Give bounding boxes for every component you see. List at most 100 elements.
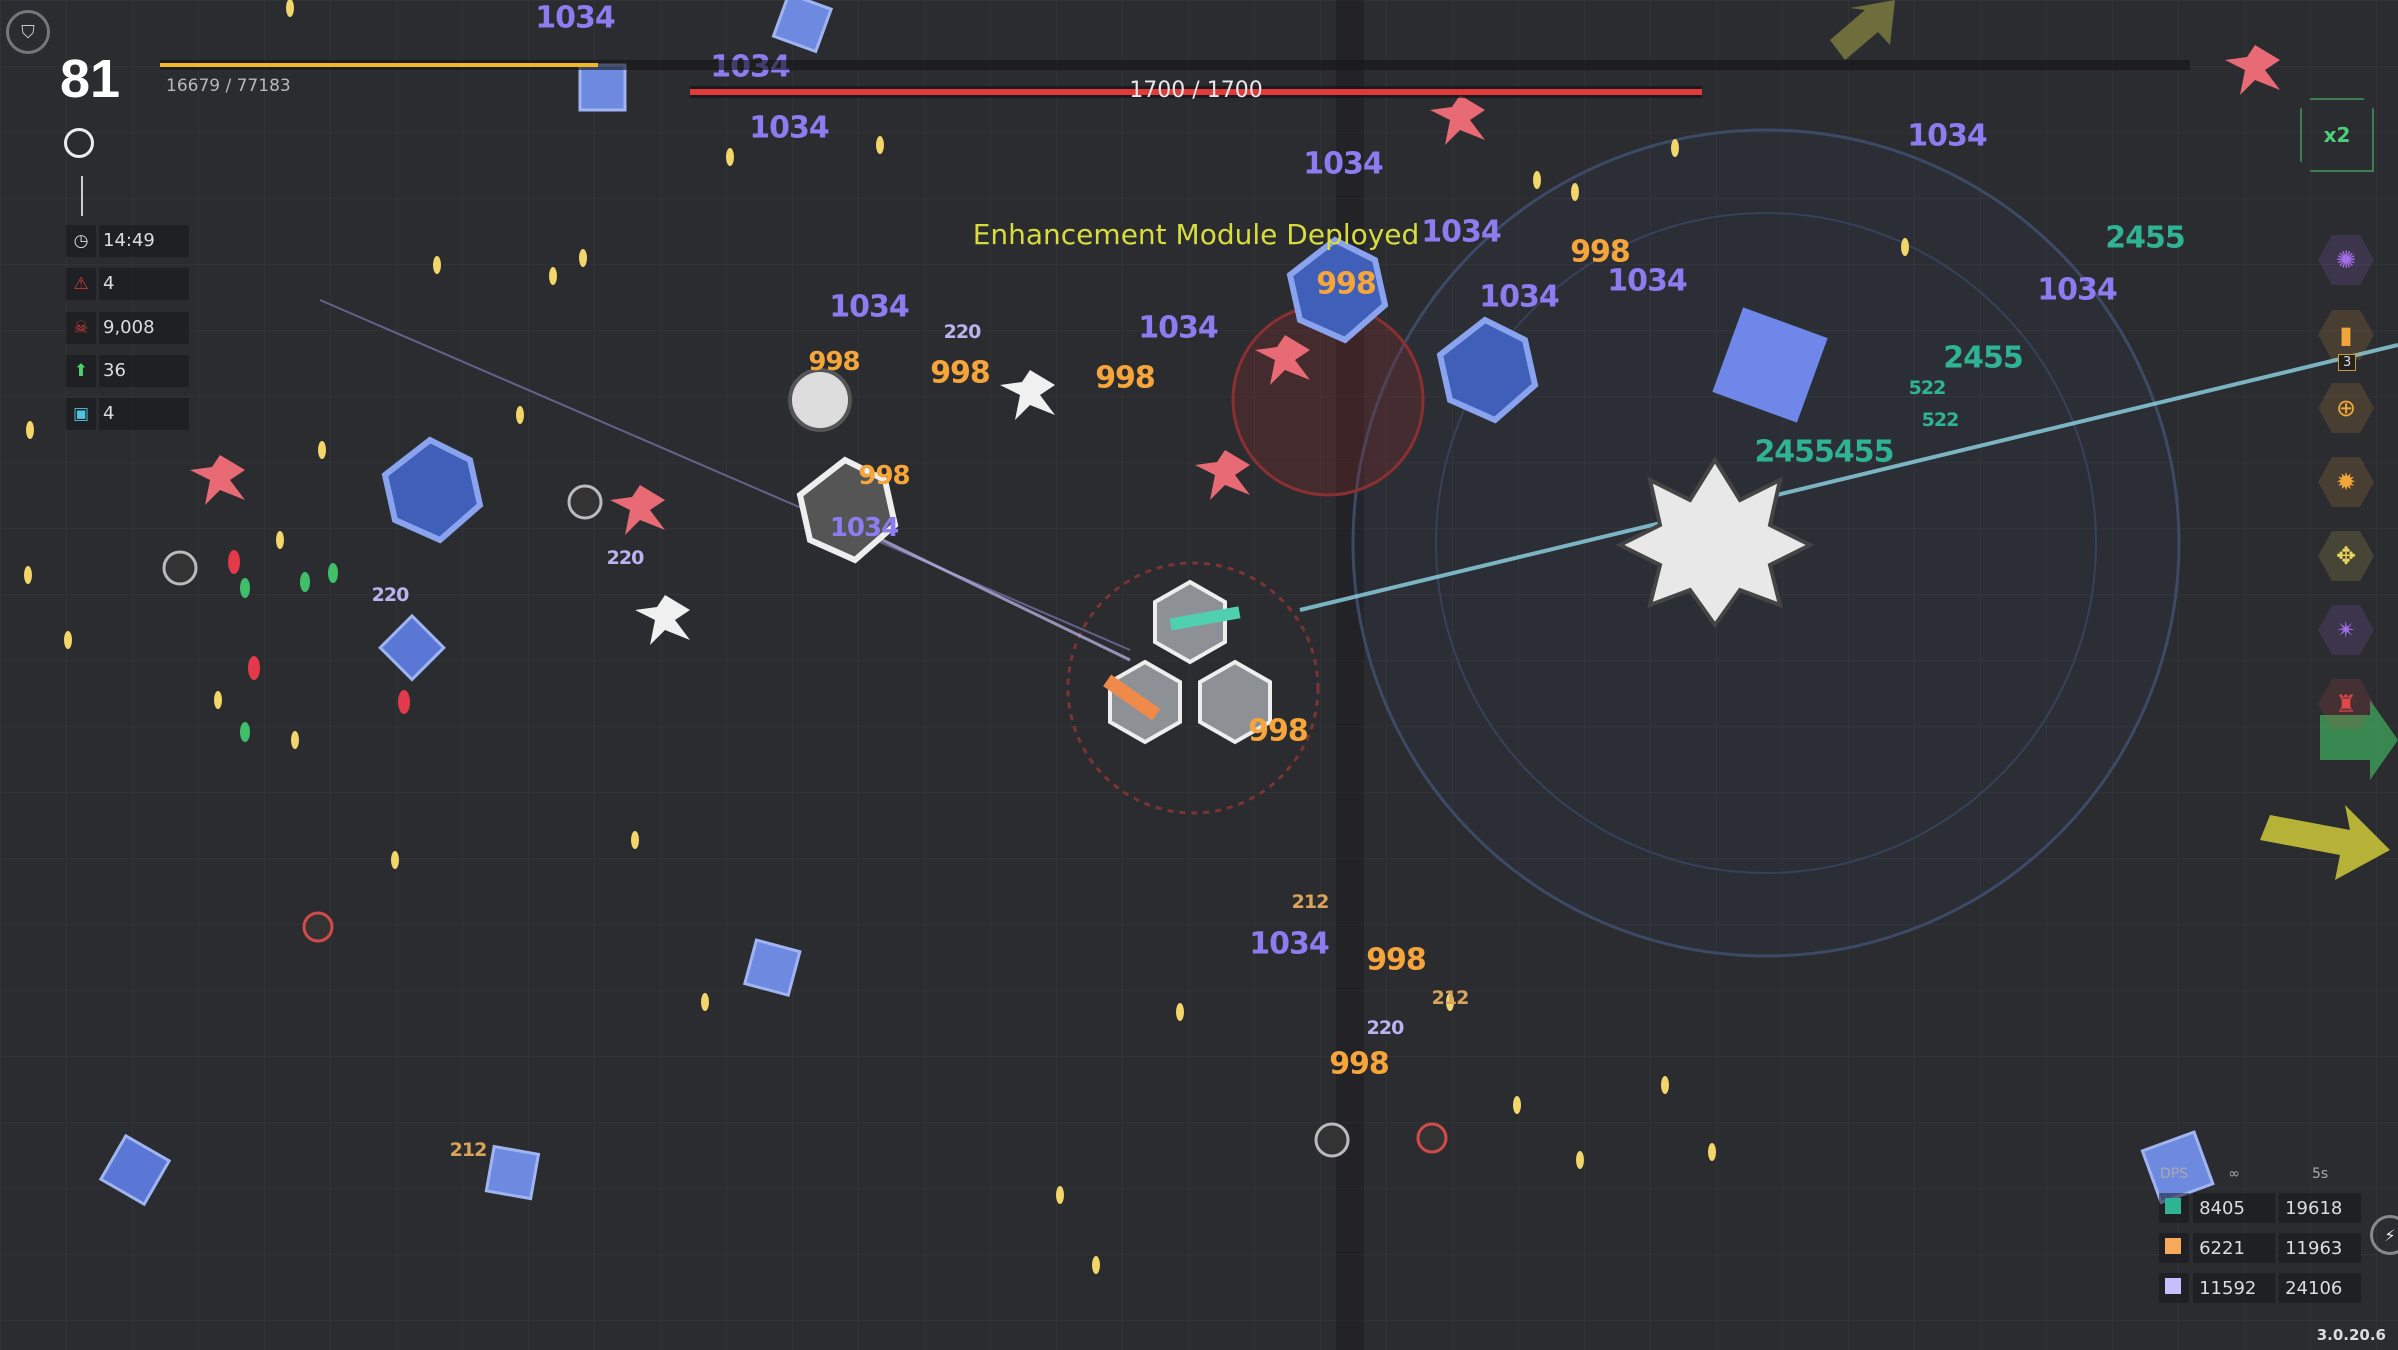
xp-text: 16679 / 77183 bbox=[166, 76, 291, 96]
clock-icon: ◷ bbox=[66, 225, 96, 257]
damage-number: 522 bbox=[1908, 377, 1947, 399]
damage-number: 2455 bbox=[2105, 220, 2185, 256]
laser-beam bbox=[319, 299, 1131, 651]
green-offscreen-arrow bbox=[2320, 700, 2398, 780]
white-hex-enemy bbox=[796, 456, 899, 564]
damage-number: 212 bbox=[1291, 891, 1330, 913]
dps-recent: 24106 bbox=[2279, 1273, 2362, 1303]
damage-number: 220 bbox=[1366, 1017, 1405, 1039]
damage-number: 998 bbox=[1329, 1046, 1390, 1082]
damage-number: 998 bbox=[1248, 713, 1309, 749]
damage-number: 998 bbox=[1366, 942, 1427, 978]
lightning-ability-button[interactable]: ⚡ bbox=[2370, 1215, 2398, 1255]
speed-multiplier-button[interactable]: x2 bbox=[2300, 98, 2374, 172]
damage-number: 1034 bbox=[1607, 263, 1687, 299]
xp-progress-fill bbox=[160, 63, 599, 67]
damage-number: 212 bbox=[449, 1139, 488, 1161]
dps-recent: 11963 bbox=[2279, 1233, 2362, 1263]
red-green-gems bbox=[228, 550, 410, 742]
damage-number: 1034 bbox=[535, 0, 615, 36]
xp-progress-bar bbox=[160, 60, 2190, 70]
blue-square-enemy bbox=[98, 1133, 172, 1207]
damage-number: 998 bbox=[1316, 266, 1377, 302]
yellow-offscreen-arrow bbox=[1830, 0, 1895, 60]
warning-icon: ⚠ bbox=[66, 268, 96, 300]
dps-5s-header: 5s bbox=[2312, 1166, 2329, 1182]
stat-kills: ☠9,008 bbox=[66, 312, 189, 344]
level-up-arrow-icon: ⬆ bbox=[66, 355, 96, 387]
chip-icon: ▣ bbox=[66, 398, 96, 430]
player-hex-cell bbox=[1198, 659, 1272, 745]
laser-beam bbox=[1299, 343, 2398, 612]
yellow-offscreen-arrow bbox=[2260, 805, 2390, 880]
blue-hex-enemy bbox=[1436, 316, 1539, 424]
damage-number: 1034 bbox=[2037, 272, 2117, 308]
stopwatch-icon bbox=[64, 128, 94, 158]
damage-number: 1034 bbox=[1479, 279, 1559, 315]
stat-value: 4 bbox=[99, 398, 189, 430]
dps-total: 6221 bbox=[2193, 1233, 2276, 1263]
damage-number: 1034 bbox=[1907, 118, 1987, 154]
player-turret-cluster bbox=[1103, 579, 1272, 745]
module-count-badge: 3 bbox=[2338, 354, 2357, 371]
damage-number: 2455 bbox=[1943, 340, 2023, 376]
orange-cannon bbox=[1103, 674, 1161, 721]
color-swatch bbox=[2165, 1237, 2181, 1254]
dps-total-header: ∞ bbox=[2228, 1166, 2240, 1182]
divider bbox=[81, 176, 83, 216]
blue-square-enemy bbox=[578, 63, 627, 112]
pickups bbox=[162, 484, 1448, 1158]
dps-label: DPS bbox=[2160, 1166, 2189, 1182]
damage-number: 998 bbox=[1570, 234, 1631, 270]
blue-hex-enemy bbox=[1286, 236, 1389, 344]
damage-number: 522 bbox=[1921, 409, 1960, 431]
damage-number: 1034 bbox=[829, 513, 899, 543]
color-swatch bbox=[2165, 1277, 2181, 1294]
lightning-icon: ⚡ bbox=[2384, 1225, 2396, 1245]
boss-arena-inner-ring bbox=[1435, 212, 2097, 874]
teal-cannon bbox=[1169, 606, 1241, 631]
xp-crystals bbox=[24, 0, 1909, 1274]
damage-number: 2455455 bbox=[1754, 434, 1894, 470]
damage-number: 220 bbox=[606, 547, 645, 569]
boss-health-text: 1700 / 1700 bbox=[1129, 78, 1263, 103]
boss-enemy bbox=[1615, 456, 1815, 629]
stat-value: 4 bbox=[99, 268, 189, 300]
damage-number: 998 bbox=[930, 355, 991, 391]
white-shuriken-enemies bbox=[635, 370, 1055, 645]
player-level: 81 bbox=[60, 49, 121, 109]
shield-ability-button[interactable]: ⛉ bbox=[6, 10, 50, 54]
stat-value: 9,008 bbox=[99, 312, 189, 344]
blue-hex-enemy bbox=[381, 436, 484, 544]
stat-value: 14:49 bbox=[99, 225, 189, 257]
damage-number: 1034 bbox=[1138, 310, 1218, 346]
blue-cube-enemy bbox=[1712, 307, 1828, 423]
damage-number: 998 bbox=[1095, 360, 1156, 396]
boss-health-fill bbox=[690, 89, 1702, 95]
white-orb-enemy bbox=[788, 368, 852, 432]
version-label: 3.0.20.6 bbox=[2316, 1326, 2386, 1344]
damage-number: 220 bbox=[943, 321, 982, 343]
notification-message: Enhancement Module Deployed bbox=[972, 218, 1420, 251]
stat-value: 36 bbox=[99, 355, 189, 387]
boss-health-bar bbox=[690, 86, 1702, 98]
dps-total: 8405 bbox=[2193, 1193, 2276, 1223]
blue-square-enemy bbox=[378, 613, 446, 682]
blue-square-enemy bbox=[771, 0, 834, 54]
damage-number: 1034 bbox=[1303, 146, 1383, 182]
stat-chips: ▣4 bbox=[66, 398, 189, 430]
skull-icon: ☠ bbox=[66, 312, 96, 344]
red-shuriken-enemies bbox=[190, 45, 2280, 535]
player-range-ring bbox=[1066, 561, 1320, 815]
blue-square-enemy bbox=[484, 1144, 541, 1201]
damage-number: 1034 bbox=[829, 289, 909, 325]
shield-icon: ⛉ bbox=[21, 21, 35, 43]
stat-upgrades: ⬆36 bbox=[66, 355, 189, 387]
damage-number: 1034 bbox=[749, 110, 829, 146]
